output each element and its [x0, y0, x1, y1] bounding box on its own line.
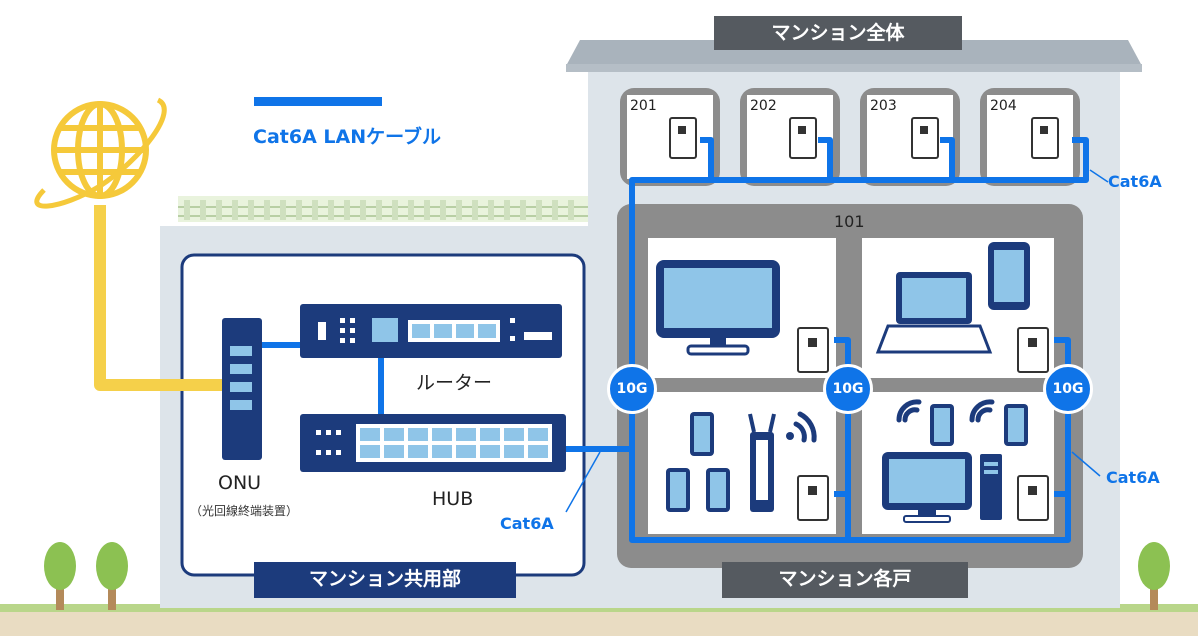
- common-area-label: マンション共用部: [254, 562, 516, 598]
- router-device-icon: [300, 304, 562, 358]
- laptop-icon: [875, 272, 993, 354]
- smartphone-icon: [666, 404, 1028, 512]
- hub-label: HUB: [432, 488, 474, 510]
- cat6a-hub-label: Cat6A: [500, 514, 554, 533]
- wifi-signal-icon: [786, 399, 995, 443]
- units-label: マンション各戸: [722, 562, 968, 598]
- cat6a-top-label: Cat6A: [1108, 172, 1162, 191]
- onu-device-icon: [222, 318, 262, 460]
- router-label: ルーター: [416, 372, 493, 394]
- legend-cable-line: [254, 97, 382, 106]
- wifi-router-icon: [748, 413, 776, 512]
- onu-label: ONU: [218, 472, 262, 494]
- onu-sub-label: （光回線終端装置）: [190, 504, 299, 518]
- room-201-label: 201: [630, 98, 657, 114]
- cat6a-right-label: Cat6A: [1106, 468, 1160, 487]
- lan-outlet-icon: [669, 117, 1059, 521]
- room-204-label: 204: [990, 98, 1017, 114]
- lan-cables: [262, 137, 1089, 543]
- mansion-all-label: マンション全体: [714, 16, 962, 50]
- hub-device-icon: [300, 414, 566, 472]
- callout-lines: [565, 169, 1109, 513]
- room-202-label: 202: [750, 98, 777, 114]
- ground: [0, 604, 1198, 636]
- desktop-pc-icon: [882, 452, 1002, 523]
- speed-badge-10g: 10G: [607, 364, 657, 414]
- globe-icon: [34, 97, 167, 209]
- monitor-icon: [656, 260, 780, 356]
- speed-badge-10g: 10G: [1043, 364, 1093, 414]
- speed-badge-10g: 10G: [823, 364, 873, 414]
- tablet-icon: [988, 242, 1030, 310]
- legend-cable-label: Cat6A LANケーブル: [253, 126, 441, 148]
- room-203-label: 203: [870, 98, 897, 114]
- tree-icon: [44, 542, 1170, 610]
- fiber-line: [94, 205, 226, 391]
- roof-fence: [178, 196, 590, 222]
- room-101-label: 101: [834, 212, 865, 231]
